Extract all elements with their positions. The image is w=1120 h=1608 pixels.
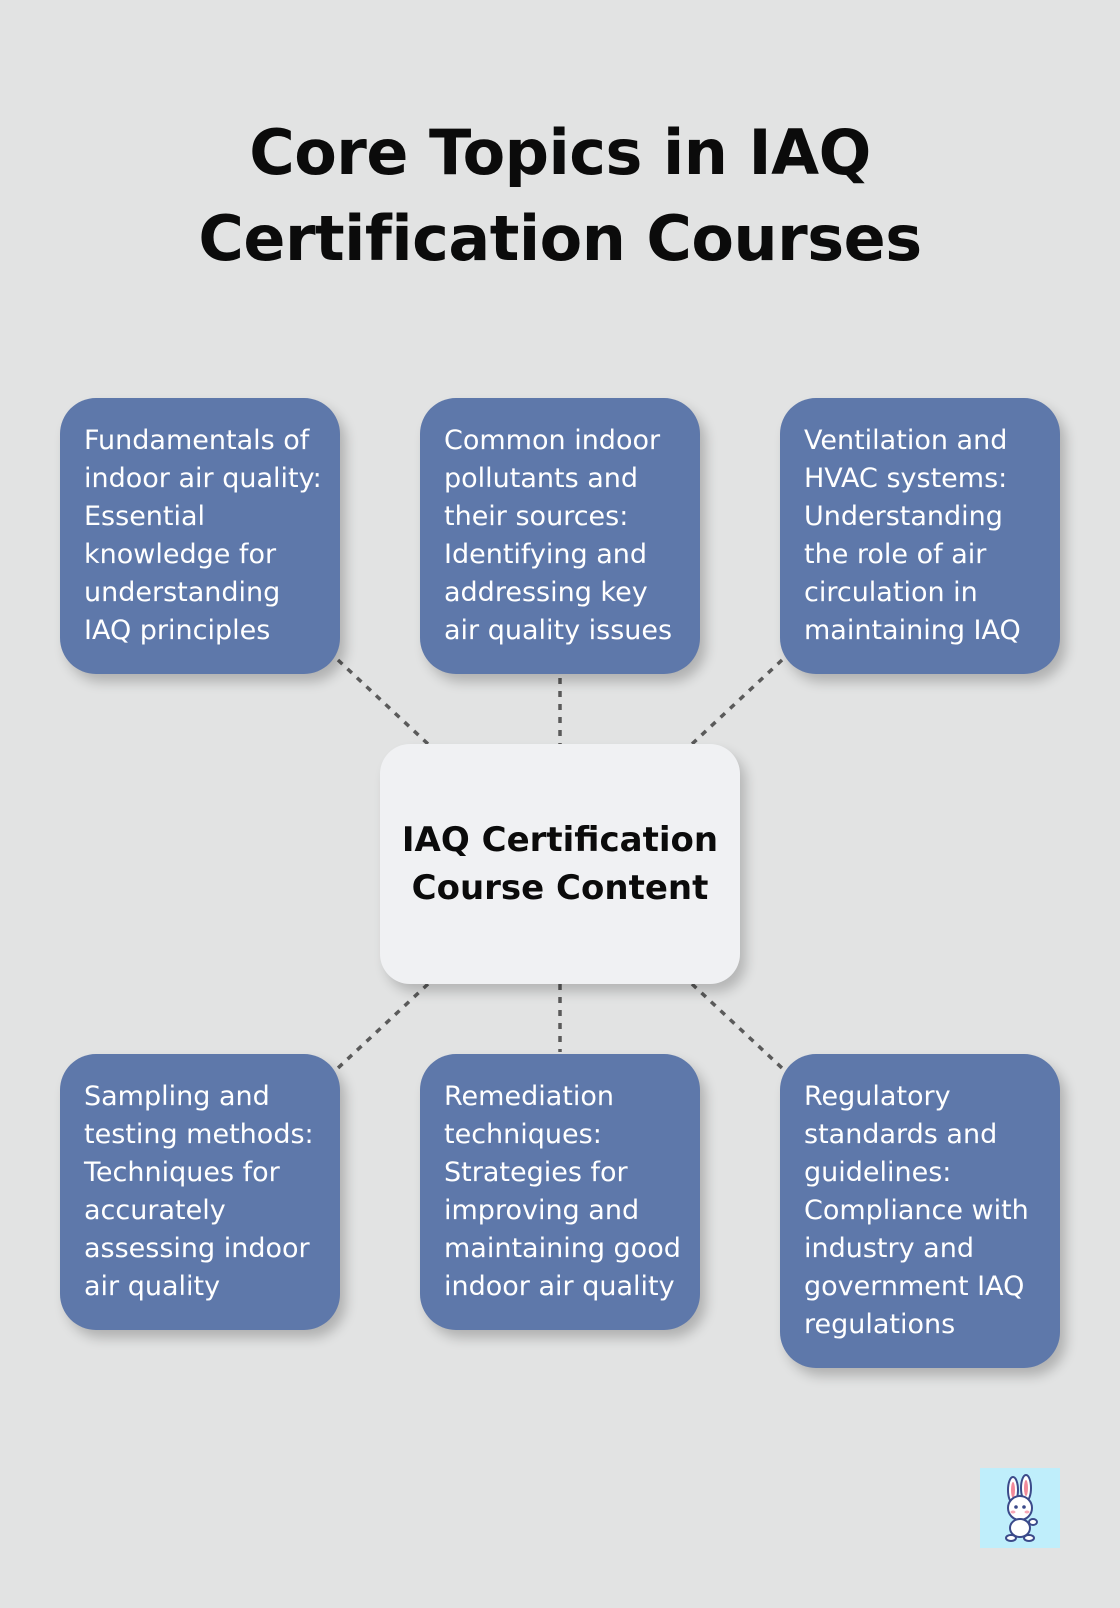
topic-node-sampling: Sampling and testing methods: Techniques… [60, 1054, 340, 1330]
topic-node-ventilation: Ventilation and HVAC systems: Understand… [780, 398, 1060, 674]
topic-node-regulatory: Regulatory standards and guidelines: Com… [780, 1054, 1060, 1368]
topic-node-pollutants: Common indoor pollutants and their sourc… [420, 398, 700, 674]
topic-node-remediation: Remediation techniques: Strategies for i… [420, 1054, 700, 1330]
connector-top-left [336, 658, 430, 746]
topic-node-fundamentals: Fundamentals of indoor air quality: Esse… [60, 398, 340, 674]
diagram-title: Core Topics in IAQ Certification Courses [198, 116, 922, 275]
connector-top-right [690, 658, 784, 746]
connector-bottom-left [336, 982, 430, 1070]
connector-bottom-right [690, 982, 784, 1070]
center-node-label: IAQ Certification Course Content [401, 820, 719, 908]
center-node: IAQ Certification Course Content [380, 744, 740, 984]
bunny-mascot-icon [980, 1468, 1060, 1548]
